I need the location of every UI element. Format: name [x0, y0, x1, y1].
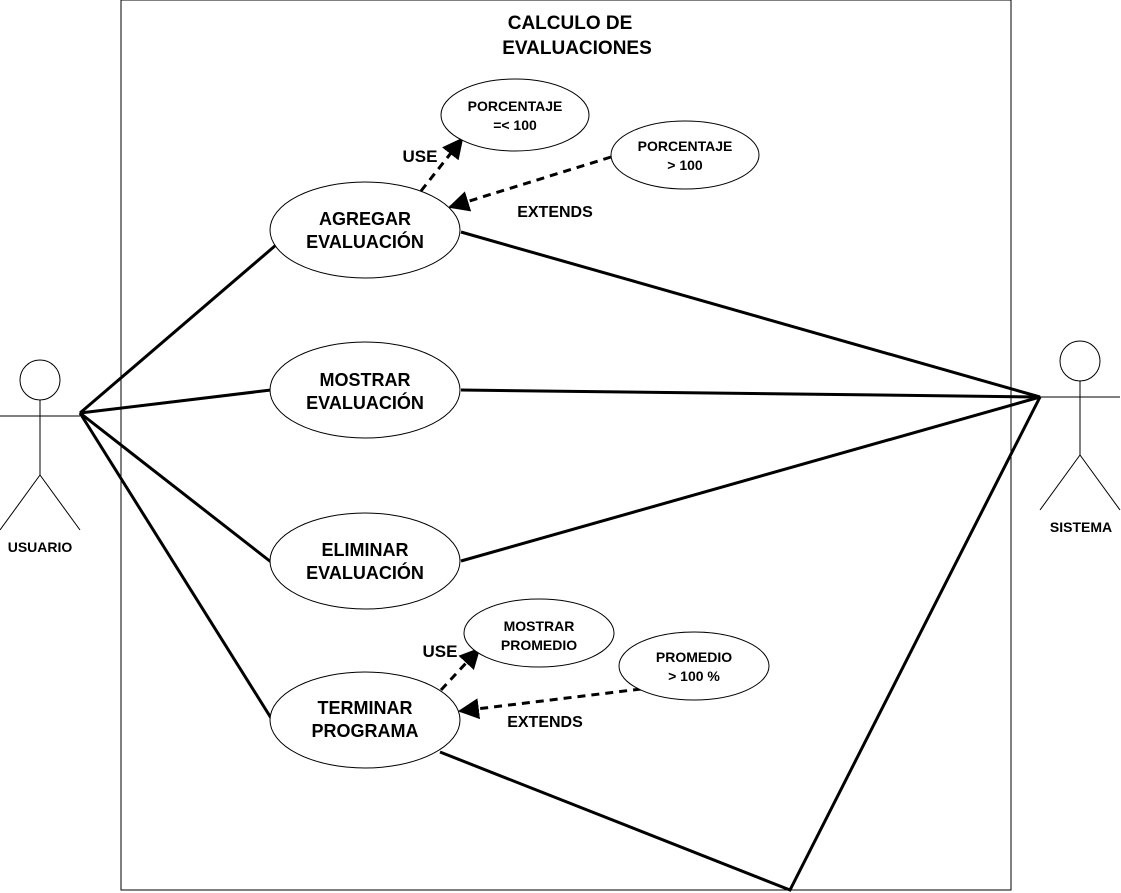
actor-sistema-label: SISTEMA	[1050, 519, 1112, 535]
use-case-mostrar-promedio: MOSTRAR PROMEDIO	[463, 598, 615, 668]
use-case-agregar-evaluacion: AGREGAR EVALUACIÓN	[269, 181, 461, 279]
svg-text:MOSTRAR: MOSTRAR	[320, 370, 411, 390]
svg-text:PORCENTAJE: PORCENTAJE	[638, 138, 733, 154]
extends-label-2: EXTENDS	[507, 714, 583, 731]
svg-text:TERMINAR: TERMINAR	[318, 698, 413, 718]
actor-usuario-head	[19, 359, 61, 401]
use-case-terminar-programa: TERMINAR PROGRAMA	[269, 671, 461, 769]
assoc-eliminar-sistema	[460, 395, 1041, 563]
svg-text:=< 100: =< 100	[493, 117, 537, 133]
actor-sistema	[1039, 340, 1121, 511]
svg-text:PROMEDIO: PROMEDIO	[501, 637, 577, 653]
use-case-mostrar-evaluacion: MOSTRAR EVALUACIÓN	[269, 341, 461, 439]
system-title-line-1: CALCULO DE	[508, 13, 633, 34]
svg-text:MOSTRAR: MOSTRAR	[504, 618, 575, 634]
svg-text:> 100: > 100	[667, 157, 703, 173]
svg-text:EVALUACIÓN: EVALUACIÓN	[306, 231, 424, 252]
extends-arrow-promedio-terminar	[457, 687, 642, 720]
extends-label-1: EXTENDS	[517, 204, 593, 221]
actor-usuario	[0, 359, 81, 531]
assoc-usuario-agregar	[79, 243, 277, 415]
svg-text:PORCENTAJE: PORCENTAJE	[468, 98, 563, 114]
actor-sistema-head	[1059, 340, 1101, 382]
svg-text:EVALUACIÓN: EVALUACIÓN	[306, 562, 424, 583]
actor-usuario-label: USUARIO	[8, 539, 73, 555]
svg-text:EVALUACIÓN: EVALUACIÓN	[306, 392, 424, 413]
svg-text:PROGRAMA: PROGRAMA	[312, 721, 419, 741]
assoc-usuario-terminar	[78, 412, 273, 719]
use-arrow-terminar-mostrar-promedio	[439, 647, 481, 692]
svg-text:> 100 %: > 100 %	[668, 668, 720, 684]
svg-text:ELIMINAR: ELIMINAR	[322, 540, 409, 560]
dependencies	[419, 137, 642, 720]
use-arrow-agregar-porcentaje	[419, 137, 464, 192]
use-case-porcentaje-le-100: PORCENTAJE =< 100	[440, 78, 590, 152]
use-case-porcentaje-gt-100: PORCENTAJE > 100	[610, 120, 760, 190]
svg-text:PROMEDIO: PROMEDIO	[656, 649, 732, 665]
assoc-usuario-eliminar	[79, 411, 272, 564]
associations	[78, 230, 1042, 892]
use-label-2: USE	[423, 642, 458, 661]
use-label-1: USE	[403, 147, 438, 166]
use-case-eliminar-evaluacion: ELIMINAR EVALUACIÓN	[269, 512, 461, 610]
assoc-mostrar-sistema	[460, 388, 1041, 399]
system-title-line-2: EVALUACIONES	[502, 38, 652, 59]
assoc-agregar-sistema	[460, 230, 1041, 399]
use-case-promedio-gt-100: PROMEDIO > 100 %	[618, 631, 770, 701]
extends-arrow-porcentaje-agregar	[447, 155, 612, 212]
assoc-terminar-sistema	[439, 396, 1042, 892]
svg-text:AGREGAR: AGREGAR	[319, 209, 411, 229]
assoc-usuario-mostrar	[79, 388, 272, 415]
